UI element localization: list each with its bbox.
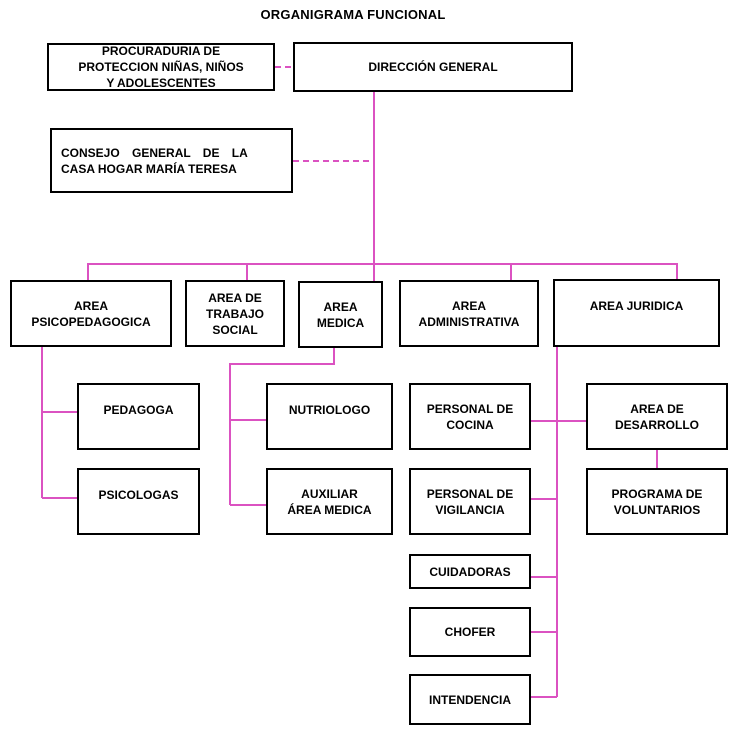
node-consejo-general: CONSEJO GENERAL DE LA CASA HOGAR MARÍA T… [50,128,293,193]
consejo-line-1: CONSEJO GENERAL DE LA [61,145,248,160]
node-area-juridica: AREA JURIDICA [553,279,720,347]
node-area-administrativa: AREA ADMINISTRATIVA [399,280,539,347]
node-psicologas: PSICOLOGAS [77,468,200,535]
node-personal-vigilancia: PERSONAL DE VIGILANCIA [409,468,531,535]
node-nutriologo: NUTRIOLOGO [266,383,393,450]
node-procuraduria: PROCURADURIA DE PROTECCION NIÑAS, NIÑOS … [47,43,275,91]
chart-title: ORGANIGRAMA FUNCIONAL [260,7,446,22]
node-area-desarrollo: AREA DE DESARROLLO [586,383,728,450]
node-direccion-general: DIRECCIÓN GENERAL [293,42,573,92]
node-auxiliar-area-medica: AUXILIAR ÁREA MEDICA [266,468,393,535]
dashed-connectors [275,66,374,162]
node-area-psicopedagogica: AREA PSICOPEDAGOGICA [10,280,172,347]
node-intendencia: INTENDENCIA [409,674,531,725]
node-programa-voluntarios: PROGRAMA DE VOLUNTARIOS [586,468,728,535]
node-personal-cocina: PERSONAL DE COCINA [409,383,531,450]
node-cuidadoras: CUIDADORAS [409,554,531,589]
node-pedagoga: PEDAGOGA [77,383,200,450]
node-area-medica: AREA MEDICA [298,281,383,348]
solid-connectors [41,92,678,698]
consejo-line-2: CASA HOGAR MARÍA TERESA [61,161,237,176]
node-area-trabajo-social: AREA DE TRABAJO SOCIAL [185,280,285,347]
node-chofer: CHOFER [409,607,531,657]
